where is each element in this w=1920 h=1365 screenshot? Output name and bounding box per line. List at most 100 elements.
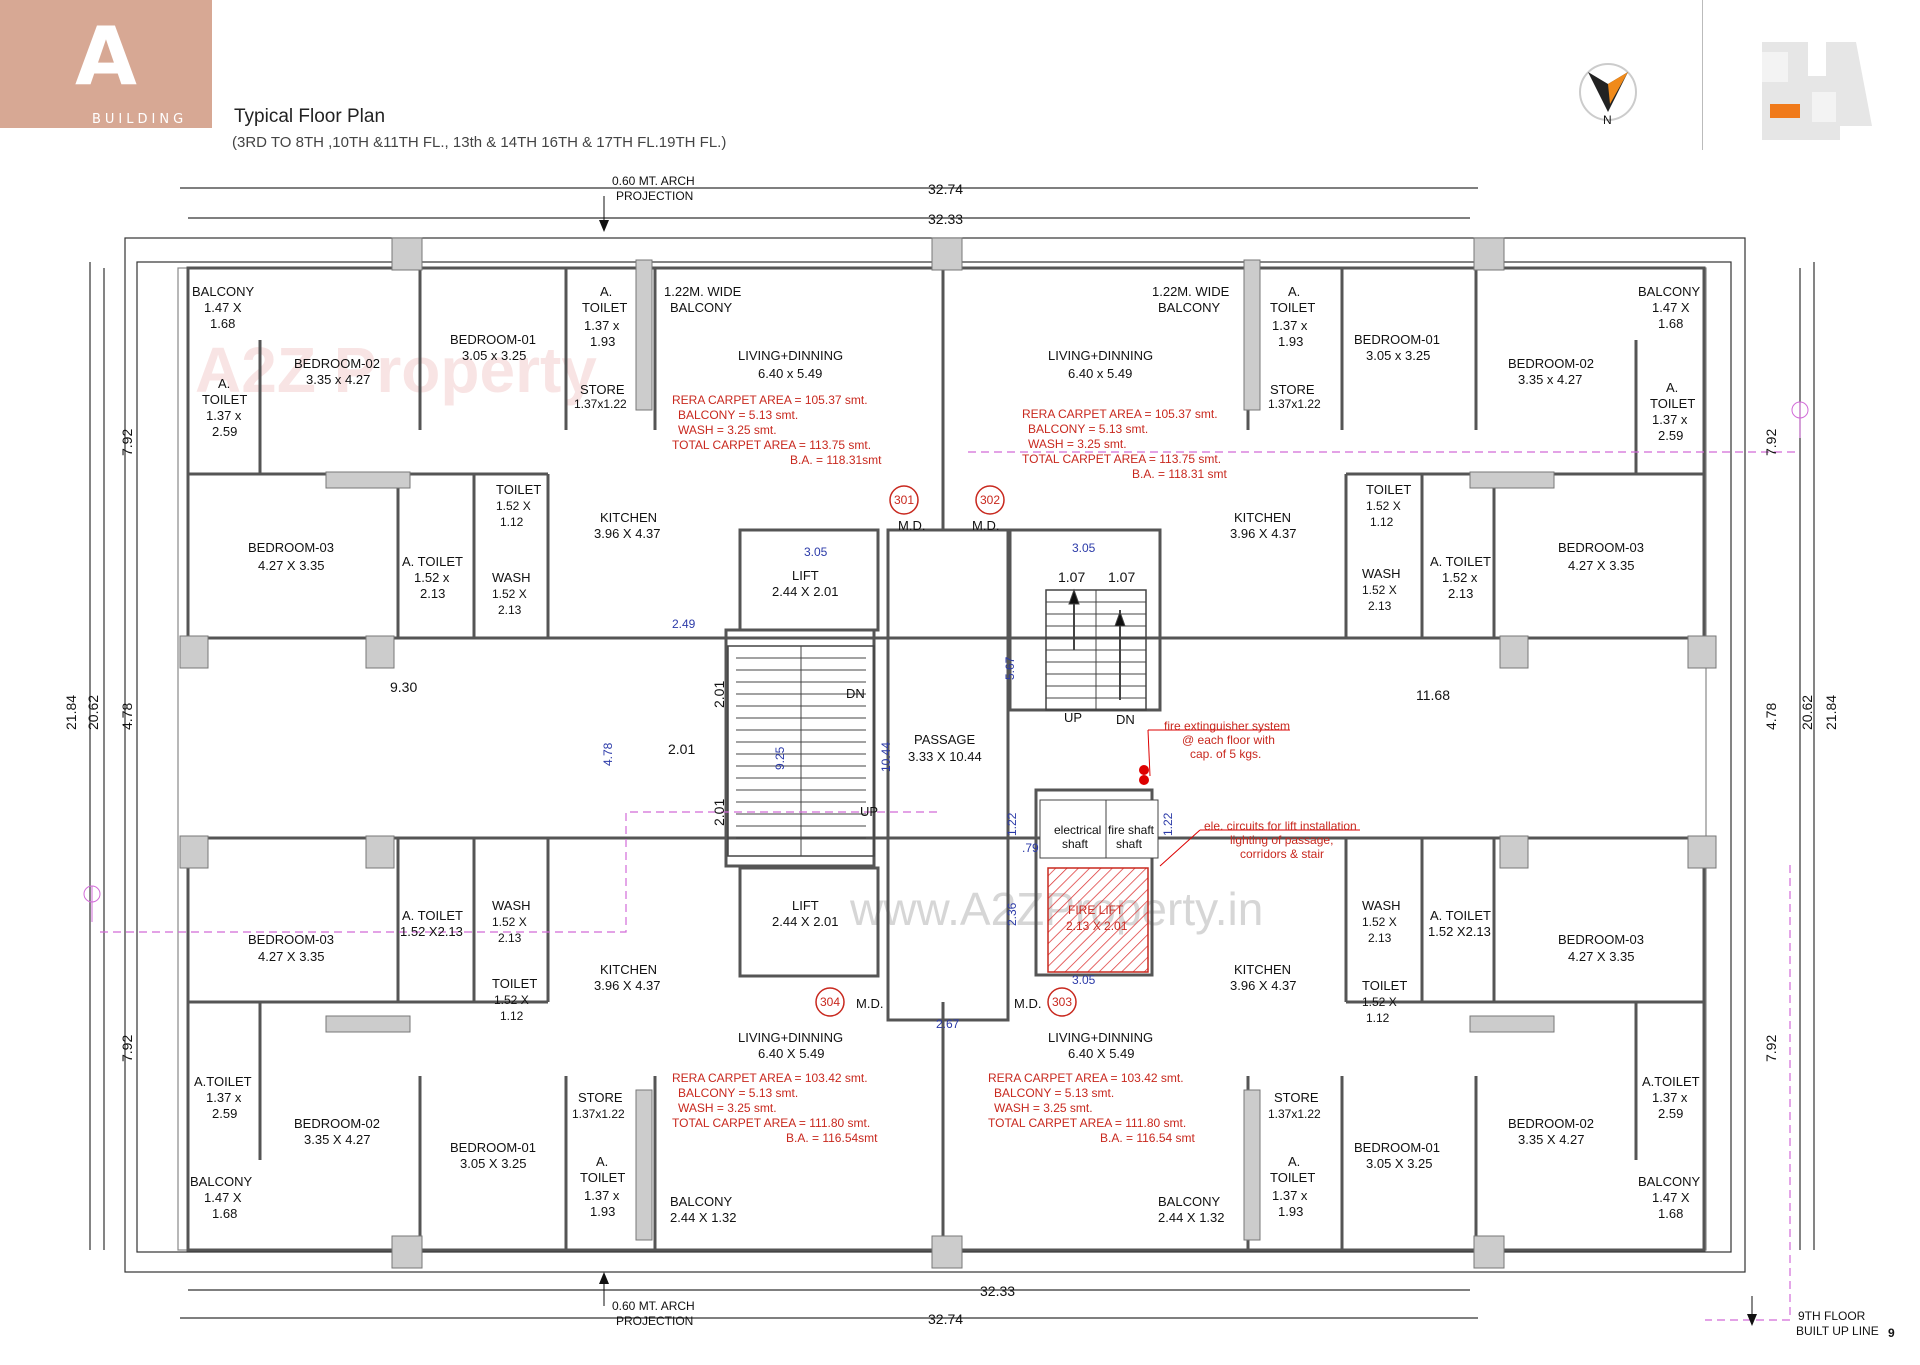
arch-note-bottom-1: 0.60 MT. ARCH (612, 1299, 695, 1313)
built-up-lines (100, 451, 1800, 1321)
room-label: BEDROOM-01 (1354, 1140, 1440, 1155)
room-label: 1.47 X (1652, 300, 1690, 315)
room-label: BEDROOM-01 (450, 332, 536, 347)
fire-lift-size: 2.13 X 2.01 (1066, 919, 1128, 933)
page-title: Typical Floor Plan (234, 106, 386, 127)
room-label: TOILET (202, 392, 247, 407)
dim-v79: .79 (1022, 841, 1039, 855)
dim-w107b: 1.07 (1108, 569, 1135, 585)
plan-line (1159, 829, 1201, 867)
unit-301-no: 301 (894, 493, 914, 507)
room-label: 1.47 X (1652, 1190, 1690, 1205)
lift2-size: 2.44 X 2.01 (772, 914, 839, 929)
dim-mid-left: 9.30 (390, 679, 417, 695)
plan-line (738, 866, 880, 978)
unit-302: 302 M.D. BALCONY 1.47 X 1.68 A. TOILET 1… (972, 284, 1700, 613)
room-label: 1.93 (1278, 334, 1303, 349)
plan-line (1499, 635, 1529, 669)
room-label: BEDROOM-01 (1354, 332, 1440, 347)
room-label: 3.96 X 4.37 (1230, 526, 1297, 541)
room-label: 3.96 X 4.37 (594, 978, 661, 993)
electric-note-3: corridors & stair (1240, 847, 1324, 861)
dim-lift-w3: 3.05 (1072, 973, 1096, 987)
room-label: LIVING+DINNING (1048, 1030, 1153, 1045)
room-label: 2.59 (1658, 1106, 1683, 1121)
header-divider (1702, 0, 1703, 150)
dimension-labels: 32.74 32.33 32.33 32.74 21.84 20.62 7.92… (63, 181, 1839, 1327)
room-label: STORE (578, 1090, 623, 1105)
room-label: 4.27 X 3.35 (1568, 949, 1635, 964)
room-label: BALCONY (670, 1194, 732, 1209)
room-label: A.TOILET (1642, 1074, 1700, 1089)
stair-up2: UP (1064, 710, 1082, 725)
area-line: B.A. = 116.54smt (786, 1131, 878, 1145)
room-label: 6.40 x 5.49 (1068, 366, 1132, 381)
room-label: 1.12 (1366, 1011, 1390, 1025)
room-label: 1.12 (1370, 515, 1394, 529)
area-line: WASH = 3.25 smt. (678, 1101, 777, 1115)
dim-right-a: 21.84 (1823, 695, 1839, 730)
dim-stair-a: 2.01 (711, 681, 727, 708)
area-line: BALCONY = 5.13 smt. (678, 408, 798, 422)
room-label: TOILET (1270, 300, 1315, 315)
unit-302-md: M.D. (972, 518, 999, 533)
unit-304: 304 M.D. BALCONY 1.47 X 1.68 A.TOILET 1.… (190, 898, 883, 1225)
room-label: 1.68 (1658, 316, 1683, 331)
page-number: 9 (1888, 1326, 1895, 1340)
room-label: 1.47 X (204, 300, 242, 315)
room-label: LIVING+DINNING (738, 348, 843, 363)
room-label: 2.13 (420, 586, 445, 601)
unit-303-md: M.D. (1014, 996, 1041, 1011)
area-line: WASH = 3.25 smt. (1028, 437, 1127, 451)
room-label: 2.13 (1448, 586, 1473, 601)
room-label: BEDROOM-02 (294, 1116, 380, 1131)
section-marker-icon (83, 401, 1809, 922)
area-line: RERA CARPET AREA = 103.42 smt. (988, 1071, 1184, 1085)
room-label: TOILET (492, 976, 537, 991)
dim-left-b: 20.62 (85, 695, 101, 730)
area-line: RERA CARPET AREA = 103.42 smt. (672, 1071, 868, 1085)
plan-line (1008, 528, 1162, 712)
room-label: 1.93 (590, 1204, 615, 1219)
room-label: A. (218, 376, 230, 391)
plan-line (1473, 1235, 1505, 1269)
lift1-size: 2.44 X 2.01 (772, 584, 839, 599)
dim-v122a: 1.22 (1005, 812, 1019, 836)
plan-line (365, 635, 395, 669)
dim-v1044: 10.44 (879, 742, 893, 772)
room-label: 6.40 X 5.49 (758, 1046, 825, 1061)
plan-line (325, 471, 411, 489)
room-label: TOILET (1366, 482, 1411, 497)
plan-line (179, 835, 209, 869)
building-badge: A BUILDING (0, 0, 212, 128)
area-line: TOTAL CARPET AREA = 113.75 smt. (672, 438, 871, 452)
stair-dn2: DN (1116, 712, 1135, 727)
unit-301-md: M.D. (898, 518, 925, 533)
room-label: 1.37 x (1272, 1188, 1308, 1203)
room-label: A. TOILET (1430, 554, 1491, 569)
room-label: 2.59 (212, 1106, 237, 1121)
electric-note-2: lighting of passage, (1230, 833, 1333, 847)
plan-line (1499, 835, 1529, 869)
shaft-box (1039, 799, 1159, 859)
key-plan-icon (1762, 42, 1872, 140)
room-label: 1.93 (1278, 1204, 1303, 1219)
room-label: 6.40 x 5.49 (758, 366, 822, 381)
room-label: 1.52 x (414, 570, 450, 585)
electric-note-1: ele. circuits for lift installation (1204, 819, 1357, 833)
room-label: STORE (580, 382, 625, 397)
room-label: 1.52 X (1362, 995, 1397, 1009)
room-label: KITCHEN (1234, 962, 1291, 977)
room-label: WASH (492, 570, 531, 585)
room-label: 2.59 (212, 424, 237, 439)
room-label: 1.12 (500, 1009, 524, 1023)
room-label: TOILET (496, 482, 541, 497)
dim-left-c: 7.92 (119, 429, 135, 456)
dim-right-c: 7.92 (1763, 429, 1779, 456)
room-label: 1.68 (1658, 1206, 1683, 1221)
dim-bottom-outer: 32.74 (928, 1311, 963, 1327)
plan-line (931, 1235, 963, 1269)
plan-line (1473, 237, 1505, 271)
watermark-logo-text: A2Z Property (195, 334, 597, 406)
room-label: 1.52 X (492, 587, 527, 601)
